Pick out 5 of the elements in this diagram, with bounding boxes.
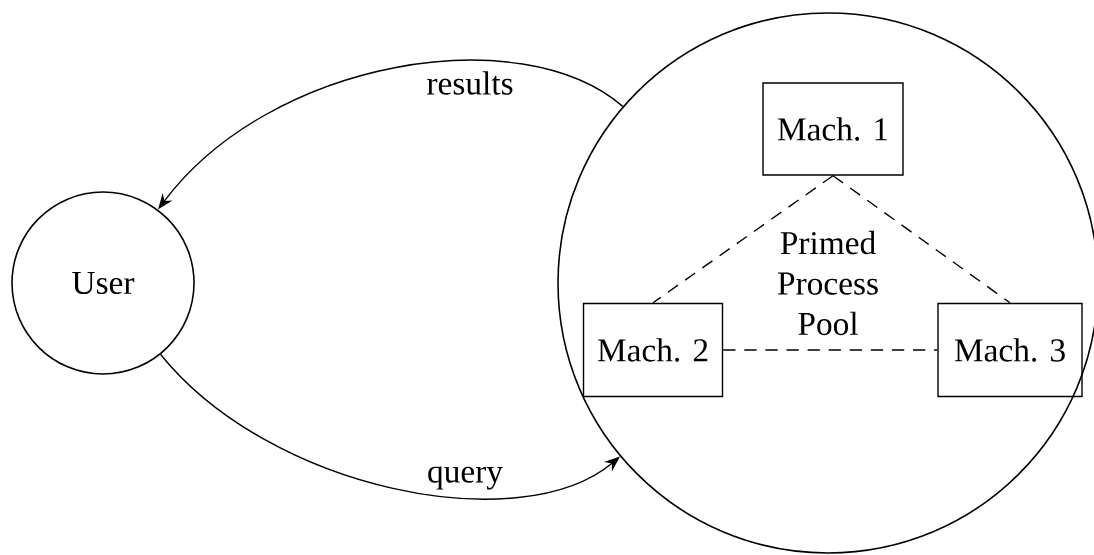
machine-box: Mach. 3 — [937, 302, 1083, 398]
edge-label: results — [422, 67, 518, 99]
edge-label: query — [423, 462, 507, 494]
machine-box: Mach. 2 — [582, 302, 724, 398]
machine-box: Mach. 1 — [762, 82, 904, 176]
